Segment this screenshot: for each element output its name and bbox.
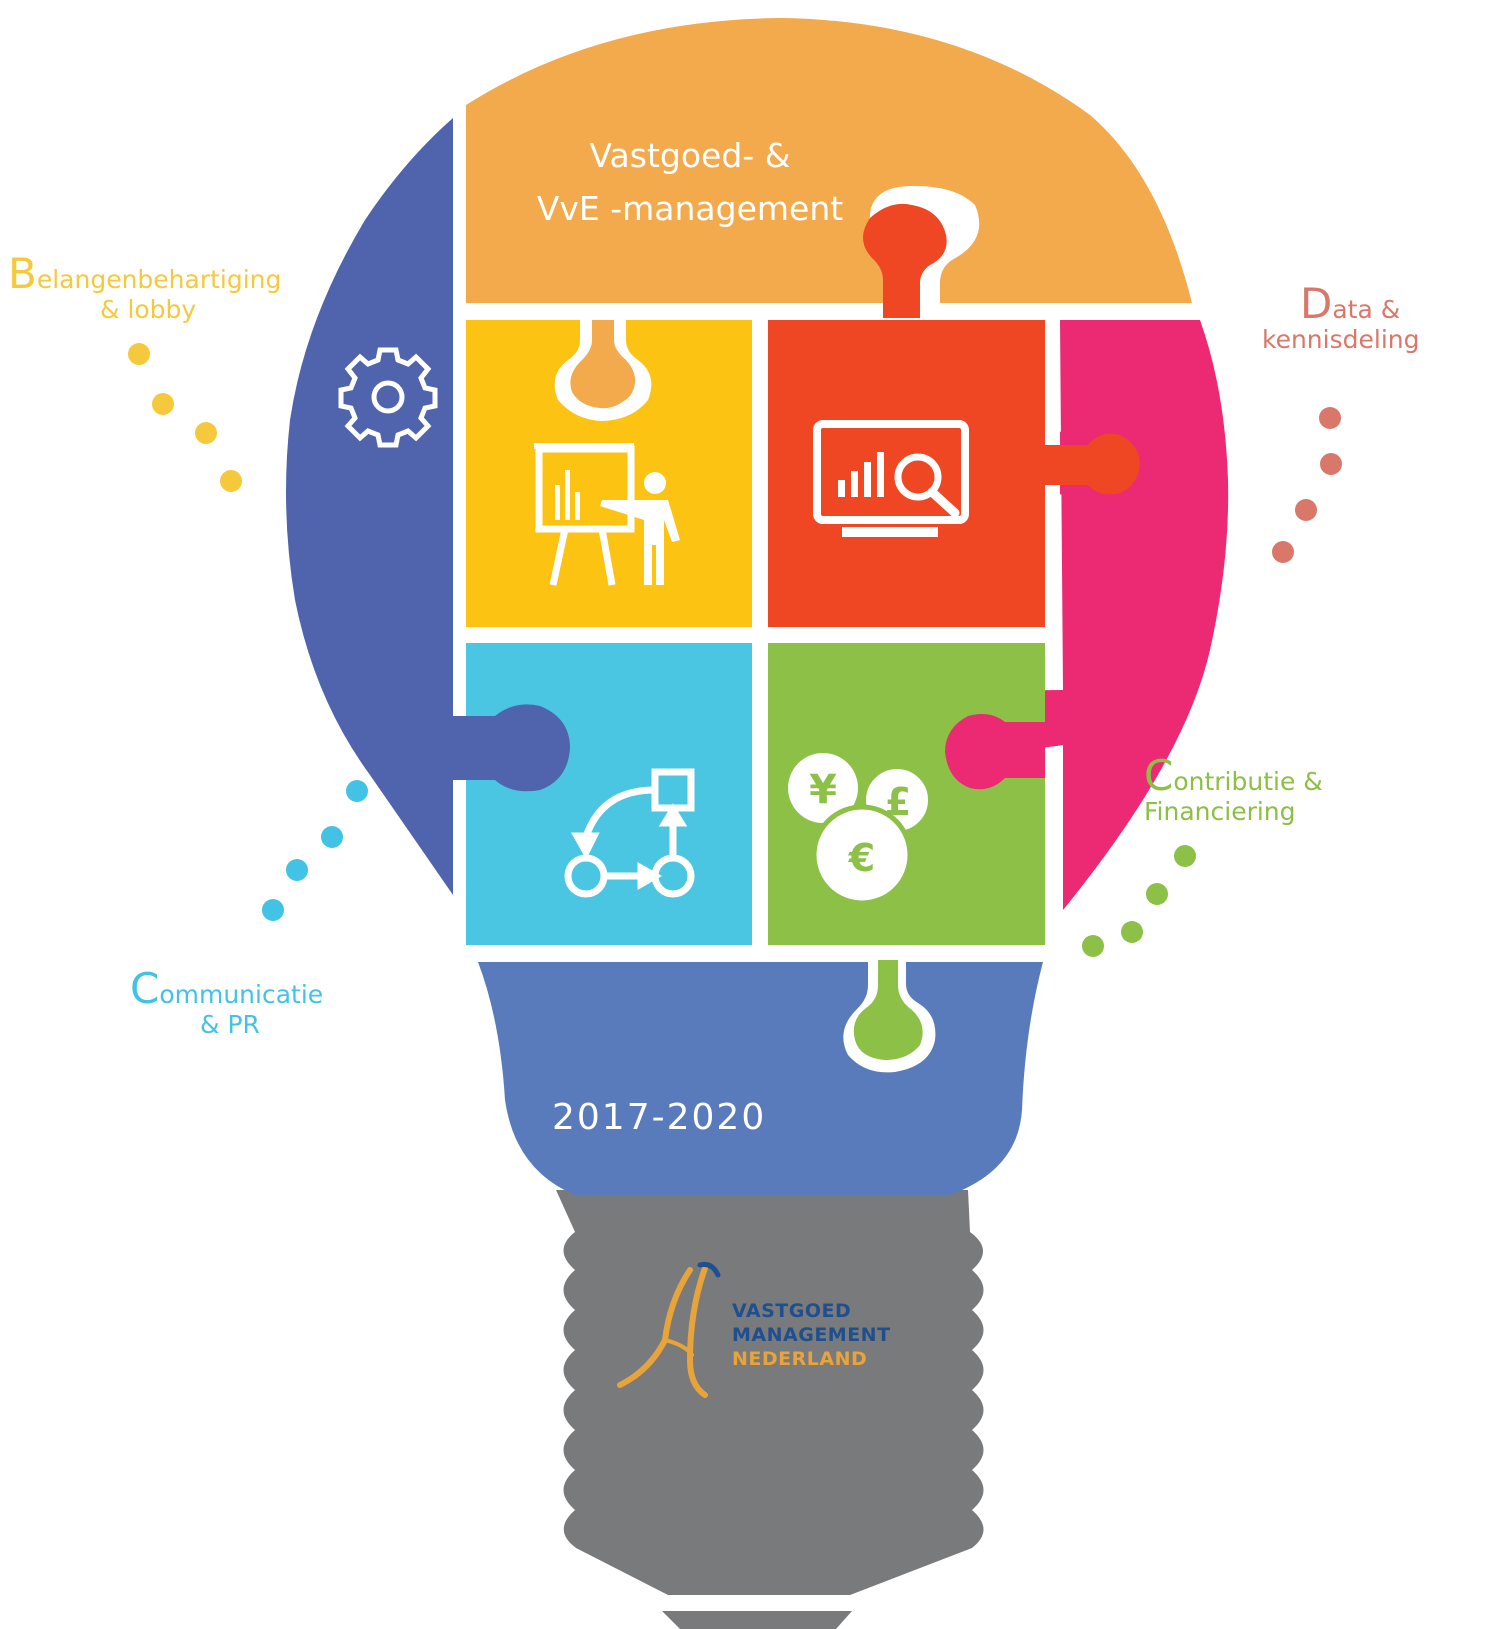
pound-symbol: £ <box>885 780 911 824</box>
theme-label: ommunicatie <box>159 980 324 1009</box>
period-label: 2017-2020 <box>552 1097 767 1138</box>
dots-contributie <box>1082 845 1196 957</box>
euro-symbol: € <box>848 836 875 880</box>
theme-label-line2: Financiering <box>1144 797 1296 826</box>
logo-mark <box>617 1262 721 1398</box>
workflow-icon <box>564 768 695 898</box>
piece-cyan-notch <box>453 704 570 792</box>
theme-communicatie: Communicatie & PR <box>130 968 323 1040</box>
piece-communicatie-yellow <box>466 320 752 627</box>
theme-contributie: Contributie & Financiering <box>1144 755 1323 827</box>
analytics-monitor-icon <box>813 420 969 537</box>
theme-label: elangenbehartiging <box>36 265 282 294</box>
theme-belangenbehartiging: Belangenbehartiging & lobby <box>8 253 281 325</box>
piece-green-notch <box>945 714 1045 790</box>
center-title-line2: VvE -management <box>536 188 844 228</box>
yen-symbol: ¥ <box>809 767 837 813</box>
logo-line1: VASTGOED <box>732 1300 852 1322</box>
piece-data-knob <box>862 203 947 318</box>
theme-initial: C <box>130 964 160 1013</box>
piece-vastgoed <box>466 18 1192 303</box>
currency-coins-icon: ¥ £ € <box>788 753 932 906</box>
theme-initial: D <box>1300 279 1333 328</box>
theme-data: Data & kennisdeling <box>1262 283 1419 355</box>
dots-belangen <box>128 343 242 492</box>
center-title: Vastgoed- & VvE -management <box>520 130 860 236</box>
piece-belangenbehartiging <box>286 118 453 895</box>
theme-label-line2: & PR <box>200 1010 260 1039</box>
logo-wordmark: VASTGOED MANAGEMENT NEDERLAND <box>732 1300 891 1371</box>
dots-communicatie <box>262 780 368 921</box>
gear-icon <box>338 347 438 448</box>
dots-data <box>1272 407 1342 563</box>
theme-label: ata & <box>1332 295 1401 324</box>
piece-kennisdeling <box>965 320 1229 910</box>
theme-initial: B <box>8 249 37 298</box>
piece-data <box>768 320 1140 627</box>
theme-label: ontributie & <box>1173 767 1323 796</box>
socket <box>556 1190 984 1595</box>
center-title-line1: Vastgoed- & <box>589 136 791 175</box>
theme-label-line2: kennisdeling <box>1262 325 1420 354</box>
logo-line2: MANAGEMENT <box>732 1323 891 1346</box>
presentation-icon <box>534 443 680 586</box>
theme-initial: C <box>1144 751 1174 800</box>
piece-communicatie <box>466 643 752 945</box>
piece-yellow-notch <box>570 320 636 409</box>
logo-line3: NEDERLAND <box>732 1347 868 1370</box>
theme-label-line2: & lobby <box>100 295 197 324</box>
piece-green-knob <box>853 960 923 1060</box>
socket-tip <box>662 1611 852 1629</box>
piece-base <box>478 962 1043 1195</box>
